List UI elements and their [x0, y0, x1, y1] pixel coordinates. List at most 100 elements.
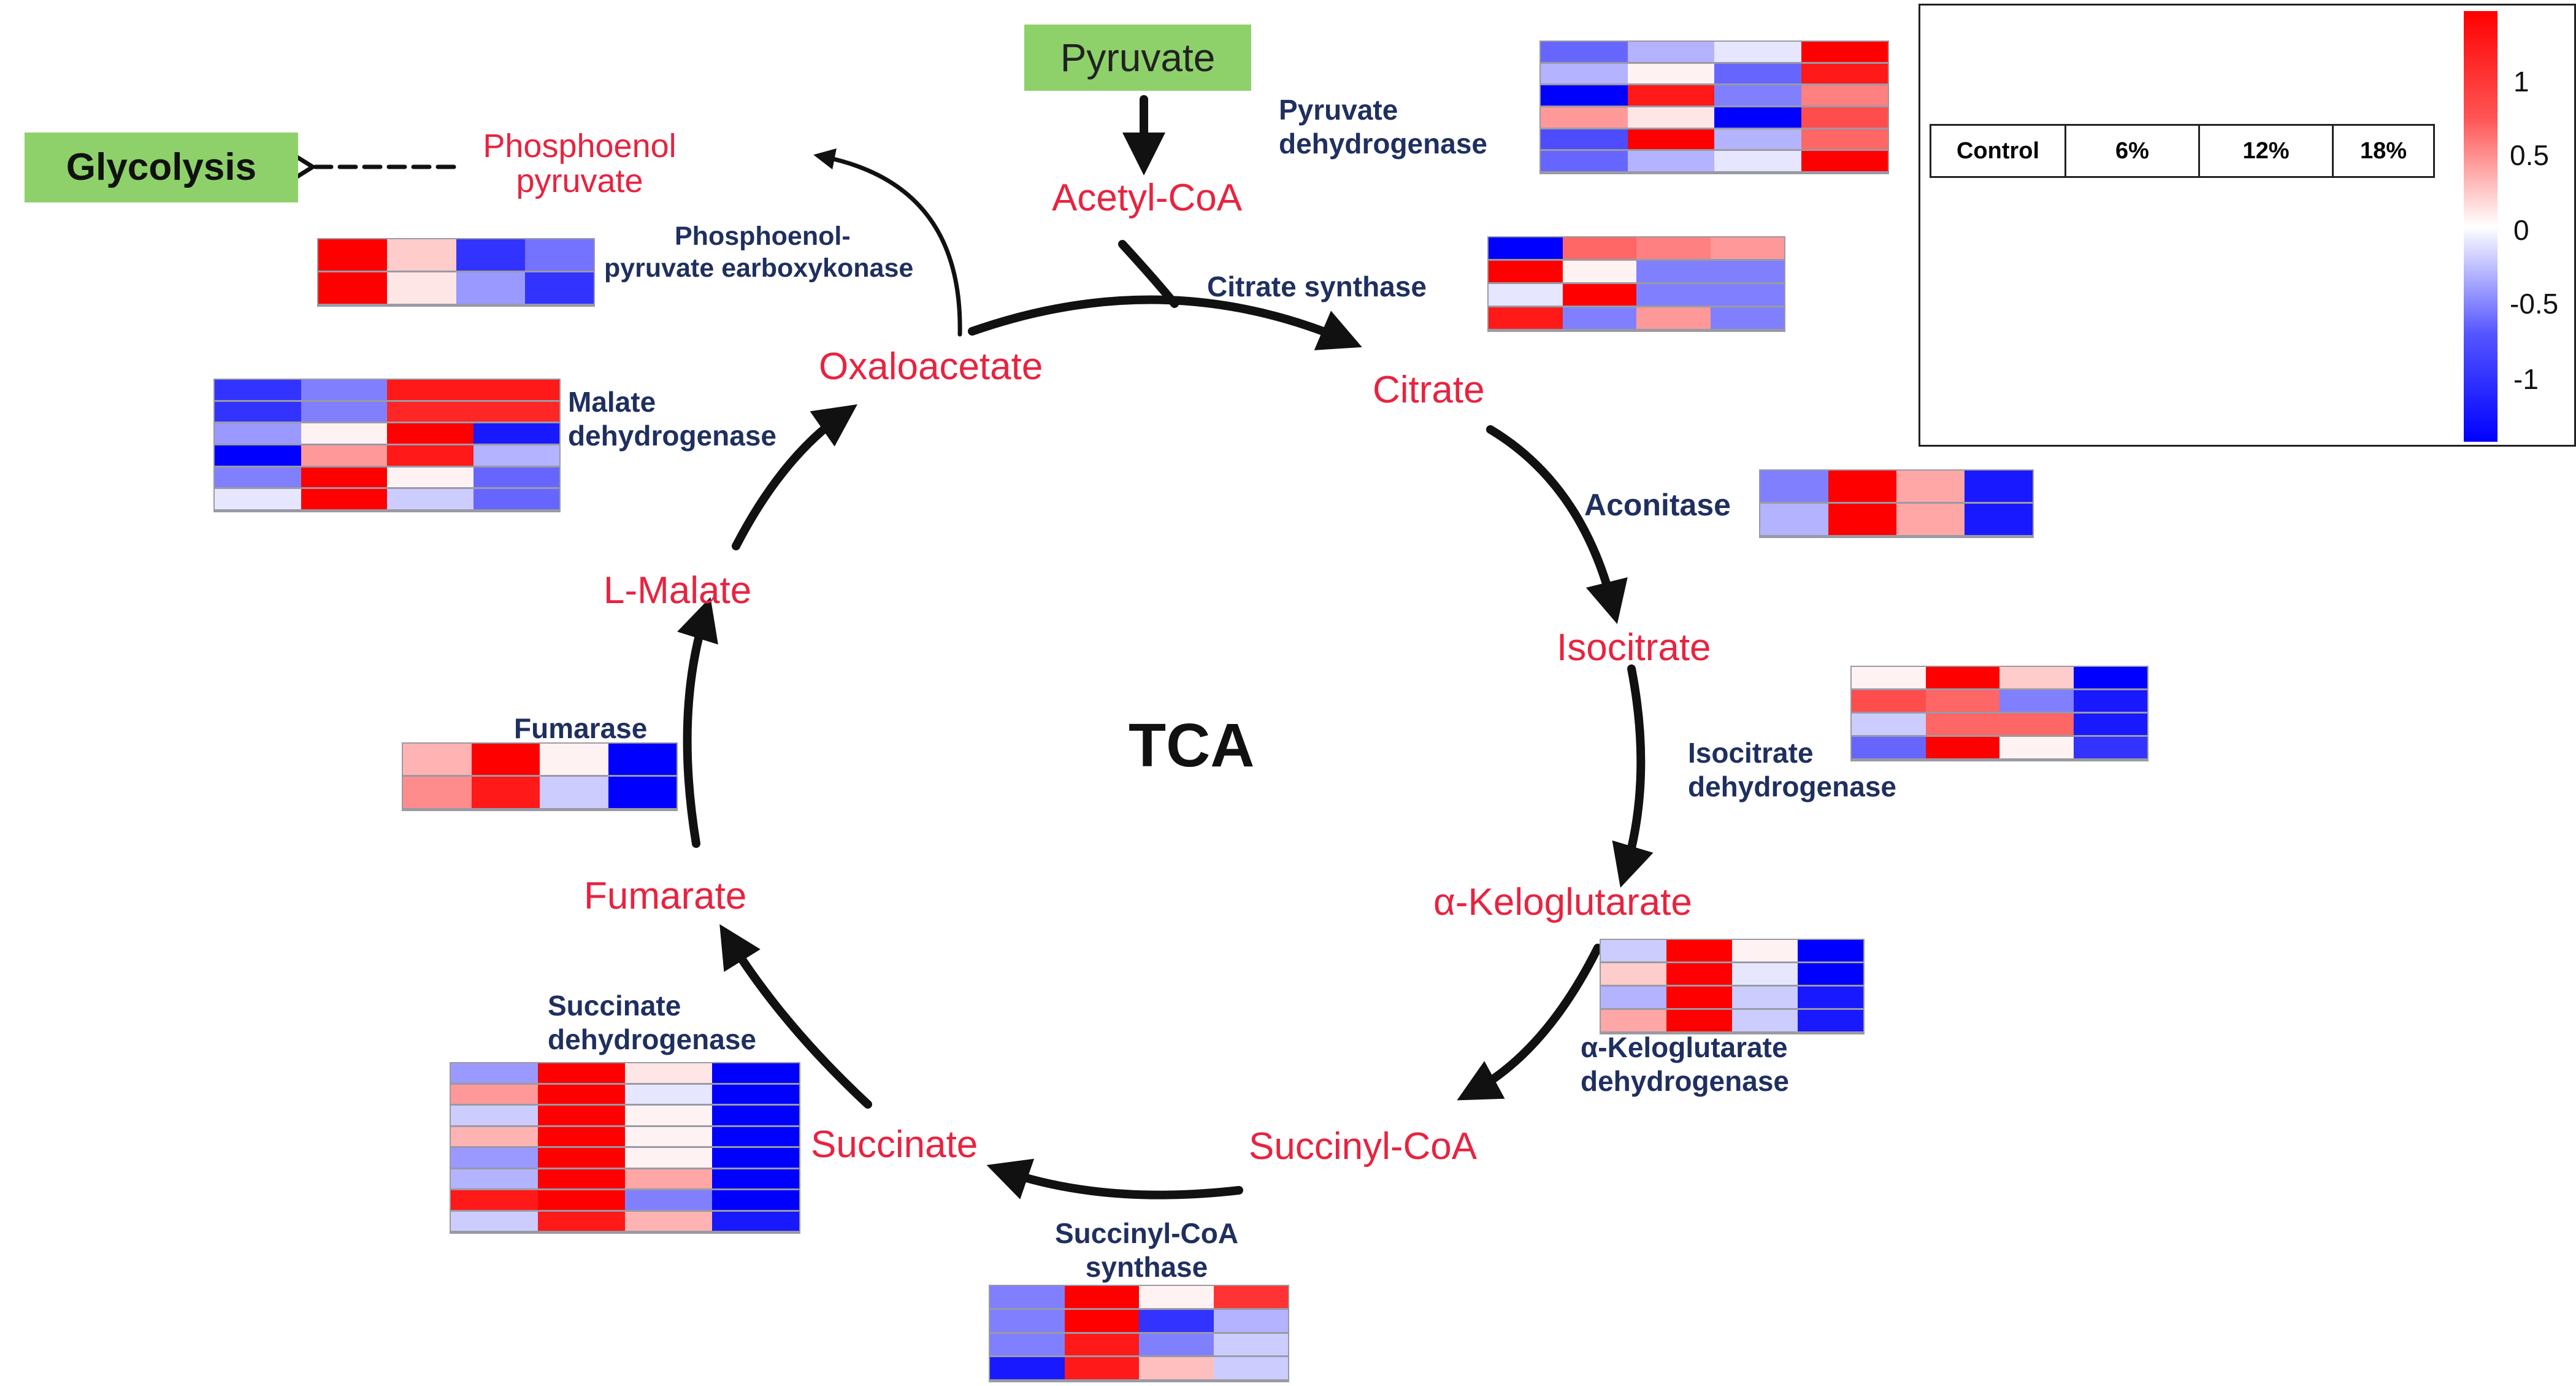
heatmap-cell: [608, 777, 677, 810]
heatmap-cell: [1714, 107, 1801, 129]
heatmap-cell: [318, 272, 388, 306]
heatmap-cell: [1636, 307, 1711, 331]
enzyme-label-line1: Malate: [568, 386, 656, 418]
heatmap-cell: [538, 1169, 625, 1190]
enzyme-label-line2: dehydrogenase: [568, 420, 776, 452]
heatmap-cell: [215, 467, 301, 490]
heatmap-cell: [1852, 737, 1926, 760]
enzyme-pyruvate-dehydrogenase: Pyruvate dehydrogenase: [1279, 93, 1487, 161]
arrow-oxaloacetate-to-citrate: [968, 295, 1362, 350]
heatmap-cell: [1828, 504, 1896, 537]
heatmap-cell: [712, 1063, 799, 1085]
heatmap-cell: [1801, 151, 1888, 173]
scale-tick-neg-0-5: -0.5: [2510, 288, 2559, 320]
heatmap-cell: [538, 1106, 625, 1127]
heatmap-cell: [1714, 129, 1801, 152]
heatmap-cell: [403, 744, 472, 777]
heatmap-cell: [1636, 237, 1711, 261]
enzyme-label-line2: dehydrogenase: [1279, 128, 1487, 160]
arrow-oxaloacetate-to-pep: [813, 148, 962, 337]
heatmap-cell: [451, 1190, 538, 1212]
metabolite-citrate: Citrate: [1373, 369, 1485, 411]
enzyme-label-line2: synthase: [1085, 1251, 1208, 1284]
heatmap-cell: [301, 401, 387, 424]
heatmap-cell: [387, 445, 473, 468]
arrow-succinylcoa-to-succinate: [986, 1158, 1243, 1199]
heatmap-cell: [1732, 963, 1798, 987]
scale-tick-0: 0: [2513, 214, 2529, 246]
heatmap-cell: [451, 1211, 538, 1233]
scale-tick-1: 1: [2513, 66, 2529, 98]
heatmap-fumarase: [402, 742, 678, 811]
heatmap-cell: [301, 445, 387, 468]
heatmap-cell: [712, 1106, 799, 1127]
heatmap-cell: [625, 1190, 712, 1212]
heatmap-cell: [451, 1126, 538, 1148]
heatmap-cell: [1562, 307, 1636, 331]
heatmap-cell: [1489, 307, 1563, 331]
enzyme-citrate-synthase: Citrate synthase: [1207, 271, 1427, 302]
enzyme-fumarase: Fumarase: [514, 712, 648, 744]
heatmap-cell: [2073, 737, 2147, 760]
heatmap-cell: [215, 489, 301, 511]
heatmap-cell: [538, 1084, 625, 1106]
enzyme-alpha-ketoglutarate-dehydrogenase: α-Keloglutarate dehydrogenase: [1581, 1031, 1789, 1098]
legend-column-control: Control: [1931, 126, 2066, 176]
heatmap-cell: [1541, 42, 1628, 64]
heatmap-cell: [1896, 504, 1965, 537]
metabolite-l-malate: L-Malate: [604, 569, 752, 612]
heatmap-cell: [625, 1169, 712, 1190]
heatmap-cell: [1636, 261, 1711, 284]
heatmap-cell: [1852, 667, 1926, 690]
heatmap-cell: [712, 1084, 799, 1106]
heatmap-cell: [1489, 261, 1563, 284]
heatmap-cell: [451, 1148, 538, 1169]
metabolite-succinyl-coa: Succinyl-CoA: [1249, 1125, 1478, 1168]
heatmap-cell: [625, 1211, 712, 1233]
heatmap-cell: [1666, 963, 1732, 987]
heatmap-cell: [1714, 151, 1801, 173]
metabolite-alpha-ketoglutarate: α-Keloglutarate: [1433, 881, 1692, 923]
heatmap-cell: [1852, 714, 1926, 737]
heatmap-cell: [1828, 471, 1896, 504]
arrow-citrate-to-isocitrate: [1486, 425, 1628, 625]
heatmap-cell: [451, 1084, 538, 1106]
heatmap-cell: [524, 272, 594, 306]
heatmap-cell: [456, 239, 525, 272]
glycolysis-box: Glycolysis: [25, 133, 298, 202]
heatmap-cell: [1798, 1010, 1863, 1033]
heatmap-cell: [215, 445, 301, 468]
heatmap-cell: [1541, 129, 1628, 152]
diagram-title: TCA: [1129, 711, 1255, 780]
enzyme-label-line2: pyruvate earboxykonase: [604, 253, 914, 283]
heatmap-cell: [215, 401, 301, 424]
enzyme-malate-dehydrogenase: Malate dehydrogenase: [568, 385, 776, 453]
pep-line1: Phosphoenol: [483, 128, 677, 164]
heatmap-cell: [473, 423, 559, 445]
enzyme-succinate-dehydrogenase: Succinate dehydrogenase: [548, 989, 756, 1057]
heatmap-cell: [403, 777, 472, 810]
heatmap-succinate-dehydrogenase: [450, 1062, 800, 1234]
legend-column-12: 12%: [2200, 126, 2334, 176]
heatmap-cell: [712, 1211, 799, 1233]
heatmap-cell: [301, 489, 387, 511]
heatmap-cell: [387, 272, 456, 306]
heatmap-cell: [1636, 284, 1711, 307]
arrow-isocitrate-to-akg: [1612, 664, 1654, 888]
heatmap-citrate-synthase: [1487, 236, 1785, 332]
heatmap-cell: [1601, 963, 1666, 987]
heatmap-cell: [2073, 667, 2147, 690]
arrow-succinate-to-fumarate: [719, 924, 872, 1109]
heatmap-cell: [1925, 667, 1999, 690]
heatmap-cell: [625, 1106, 712, 1127]
heatmap-cell: [1489, 284, 1563, 307]
glycolysis-label: Glycolysis: [66, 146, 257, 188]
heatmap-cell: [473, 380, 559, 402]
heatmap-cell: [1999, 737, 2074, 760]
heatmap-cell: [1601, 1010, 1666, 1033]
heatmap-cell: [1541, 85, 1628, 107]
pyruvate-box: Pyruvate: [1024, 25, 1251, 91]
heatmap-cell: [990, 1309, 1065, 1334]
enzyme-label-line1: Succinate: [548, 990, 681, 1022]
